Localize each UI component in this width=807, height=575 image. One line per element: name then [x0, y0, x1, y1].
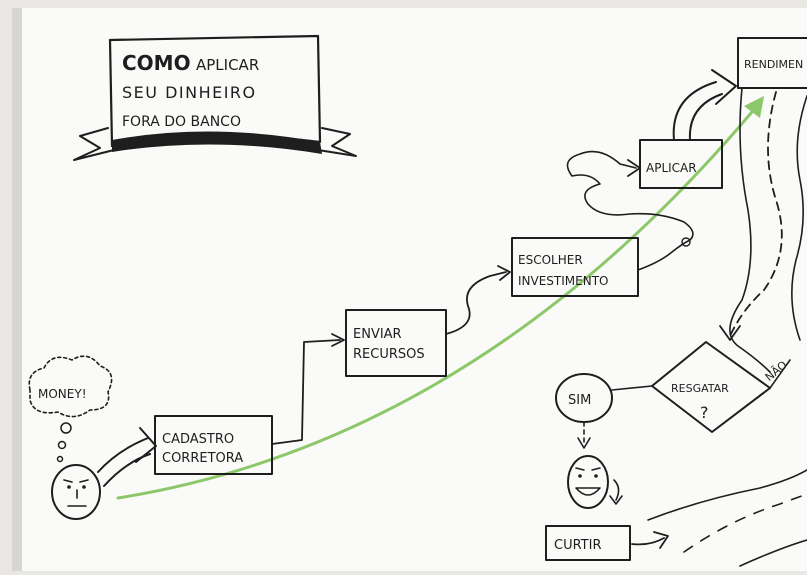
arrow-cadastro-to-enviar-head — [331, 333, 345, 347]
river-bottom — [647, 469, 807, 521]
step-escolher-line2: INVESTIMENTO — [518, 274, 608, 288]
arrow-cadastro-to-enviar — [271, 339, 341, 445]
decision-label: RESGATAR — [671, 382, 729, 395]
river-bank — [791, 95, 807, 341]
step-rendimento-box — [737, 37, 807, 89]
title-line2: SEU DINHEIRO — [122, 83, 257, 102]
step-aplicar-box — [639, 139, 723, 189]
thought-dot — [56, 455, 64, 463]
step-escolher-box — [511, 237, 639, 297]
arrow-aplicar-to-rendimento-head — [711, 69, 737, 105]
arrow-aplicar-to-rendimento — [672, 81, 717, 141]
paper-shadow — [12, 8, 22, 571]
arrow-enviar-to-escolher — [445, 271, 507, 335]
thought-dot — [60, 422, 72, 434]
person-icon — [51, 464, 101, 520]
arrow-face-to-curtir-head — [609, 495, 623, 505]
river-bottom-dashes — [683, 493, 807, 553]
growth-arrowhead — [744, 96, 764, 118]
squiggle-escolher-to-aplicar — [566, 150, 694, 271]
arrow-aplicar-to-rendimento — [688, 93, 723, 141]
title-line1: APLICAR — [196, 56, 259, 74]
dashed-path-to-resgatar — [729, 91, 783, 337]
title-line3: FORA DO BANCO — [122, 114, 241, 130]
step-cadastro-box — [154, 415, 273, 475]
answer-yes: SIM — [568, 393, 591, 408]
thought-text: MONEY! — [38, 387, 87, 401]
step-curtir-label: CURTIR — [554, 538, 602, 553]
step-cadastro-line1: CADASTRO — [162, 432, 234, 447]
arrow-person-to-cadastro — [97, 437, 149, 473]
growth-arrow — [116, 98, 764, 500]
decision-mark: ? — [700, 403, 709, 422]
step-escolher-line1: ESCOLHER — [518, 253, 583, 267]
step-enviar-line1: ENVIAR — [353, 327, 402, 342]
happy-face-icon — [567, 455, 609, 509]
arrow-curtir-right-head — [653, 531, 669, 549]
step-cadastro-line2: CORRETORA — [162, 451, 243, 466]
step-aplicar-label: APLICAR — [646, 161, 697, 175]
thought-dot — [57, 440, 67, 450]
answer-yes-line — [611, 385, 653, 391]
answer-no-line — [769, 359, 791, 389]
arrow-person-to-cadastro — [103, 453, 151, 487]
river-bottom-far — [739, 539, 807, 567]
squiggle-end-dot — [681, 237, 691, 247]
dashed-path-head — [719, 325, 741, 341]
step-enviar-line2: RECURSOS — [353, 347, 425, 362]
arrow-face-to-curtir — [613, 479, 620, 501]
arrow-curtir-right — [631, 537, 665, 546]
paper-sheet — [22, 8, 807, 571]
step-enviar-box — [345, 309, 447, 377]
title-banner — [73, 34, 357, 161]
step-curtir-box — [545, 525, 631, 561]
title-line1-bold: COMO — [122, 51, 191, 75]
decision-diamond — [651, 341, 771, 433]
thought-cloud — [28, 355, 113, 418]
step-rendimento-label: RENDIMEN — [744, 58, 803, 71]
dashed-yes-to-face-head — [577, 437, 591, 449]
river-bank — [729, 87, 771, 373]
arrow-enviar-to-escolher-head — [497, 265, 511, 281]
